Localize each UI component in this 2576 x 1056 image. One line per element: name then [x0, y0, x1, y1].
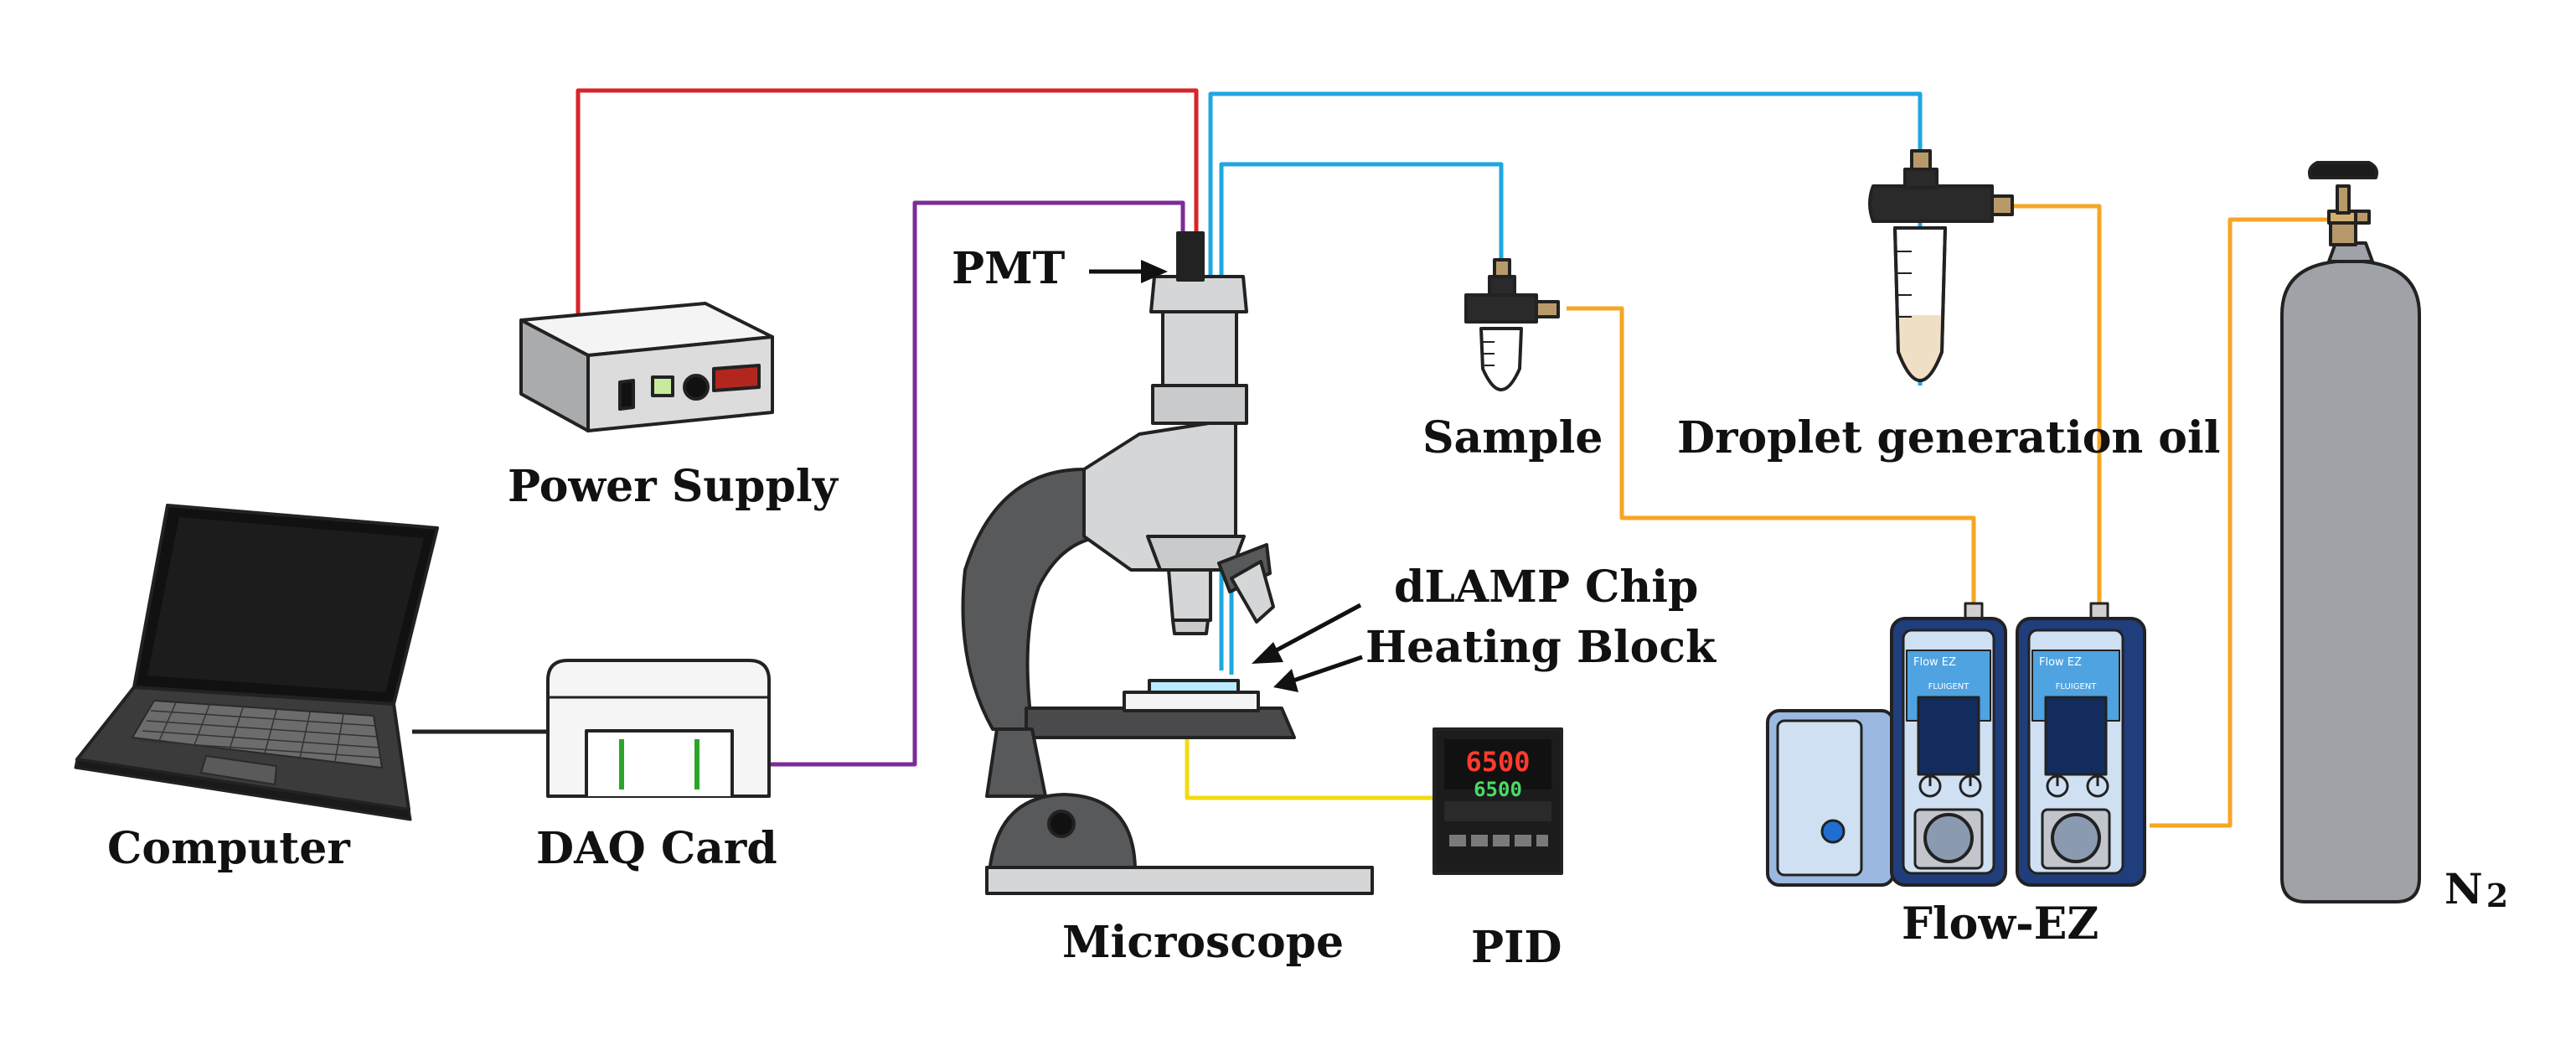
oil-pressure-tube [2002, 204, 2102, 603]
flow-ez-controller-1: Flow EZ FLUIGENT [1890, 602, 2007, 887]
microscope-label: Microscope [1062, 917, 1344, 968]
flow-ez-2-title: Flow EZ [2039, 656, 2082, 669]
pmt-label: PMT [952, 243, 1066, 294]
power-supply-label: Power Supply [508, 461, 839, 512]
microscope [961, 231, 1374, 895]
thermo-wire [1185, 714, 1434, 800]
sample-label: Sample [1422, 412, 1603, 463]
chip-arrow [1268, 603, 1362, 656]
pid-label: PID [1471, 922, 1562, 973]
signal-wire [620, 200, 1185, 767]
pid-bottom-display: 6500 [1474, 778, 1522, 801]
n2-base: N [2444, 864, 2483, 914]
sample-pressure-tube [1567, 306, 1976, 603]
daq-card-label: DAQ Card [536, 823, 777, 874]
oil-reservoir [1868, 149, 2014, 382]
heating-arrow [1293, 655, 1363, 683]
droplet-oil-label: Droplet generation oil [1677, 412, 2220, 463]
n2-subscript: 2 [2486, 877, 2508, 914]
n2-pressure-tube [2150, 217, 2329, 828]
flow-ez-1-title: Flow EZ [1913, 656, 1956, 669]
heating-block-label: Heating Block [1365, 622, 1716, 673]
pid-controller: 6500 6500 [1433, 727, 1563, 875]
power-supply [519, 302, 774, 432]
oil-tube [1208, 91, 1923, 386]
power-wire [576, 88, 1199, 314]
computer-label: Computer [107, 823, 350, 874]
flow-ez-1-brand: FLUIGENT [1928, 682, 1970, 691]
flow-ez-2-brand: FLUIGENT [2056, 682, 2098, 691]
flow-ez-label: Flow-EZ [1902, 898, 2098, 950]
sample-tube-assembly [1464, 258, 1560, 391]
annotation-arrows [1089, 260, 1363, 692]
labels: PMT Power Supply Computer DAQ Card Micro… [107, 243, 2508, 973]
pid-top-display: 6500 [1465, 746, 1530, 778]
pid-buttons [1449, 835, 1548, 846]
laptop [74, 504, 439, 821]
dlamp-chip-label: dLAMP Chip [1394, 562, 1698, 613]
keyboard-grid [137, 701, 381, 762]
flow-ez-controller-2: Flow EZ FLUIGENT [2016, 602, 2146, 887]
flow-ez-system: Flow EZ FLUIGENT Flow EZ FLUIGENT [1766, 602, 2146, 887]
n2-cylinder [2280, 161, 2421, 903]
daq-card [546, 659, 771, 798]
